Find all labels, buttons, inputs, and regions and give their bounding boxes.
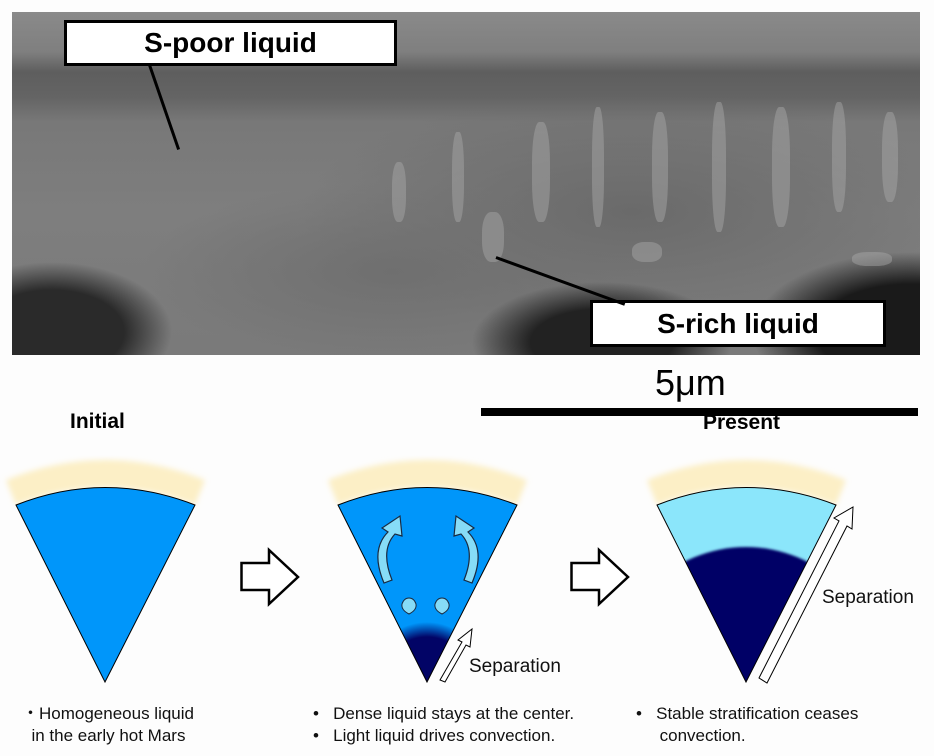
crust-layer xyxy=(647,460,846,505)
wedge-present xyxy=(647,460,854,684)
scale-bar xyxy=(481,408,918,416)
caption-line: • Dense liquid stays at the center. xyxy=(313,704,575,723)
convection-arrow-left-icon xyxy=(377,514,403,584)
stage-title-present: Present xyxy=(703,411,781,434)
crust-layer xyxy=(6,460,205,505)
s-poor-liquid-label: S-poor liquid xyxy=(64,20,397,66)
wedge-initial xyxy=(6,460,205,684)
caption-line: • Light liquid drives convection. xyxy=(313,726,556,745)
s-rich-liquid-text: S-rich liquid xyxy=(657,307,819,339)
droplet-left-icon xyxy=(401,597,417,615)
caption-present: • Stable stratification ceases convectio… xyxy=(636,703,858,747)
s-rich-liquid-label: S-rich liquid xyxy=(590,300,886,347)
separation-arrow-icon xyxy=(439,627,473,683)
caption-convection: • Dense liquid stays at the center. • Li… xyxy=(313,703,574,747)
caption-line: ・Homogeneous liquid xyxy=(22,704,194,723)
convection-arrow-right-icon xyxy=(453,514,479,584)
wedge-convection xyxy=(328,460,527,684)
separation-label-right: Separation xyxy=(822,587,914,608)
separation-arrow-icon xyxy=(758,506,854,684)
caption-line: in the early hot Mars xyxy=(22,726,186,745)
droplet-right-icon xyxy=(434,597,450,615)
caption-line: convection. xyxy=(636,726,746,745)
separation-label-middle: Separation xyxy=(469,656,561,677)
crust-layer xyxy=(328,460,527,505)
homogeneous-liquid xyxy=(15,487,196,684)
scale-bar-label: 5μm xyxy=(655,362,726,403)
right-arrow-icon xyxy=(570,547,630,607)
caption-initial: ・Homogeneous liquid in the early hot Mar… xyxy=(22,703,194,747)
sem-micrograph xyxy=(12,12,920,355)
s-poor-liquid-text: S-poor liquid xyxy=(144,27,317,58)
caption-line: • Stable stratification ceases xyxy=(636,704,859,723)
right-arrow-icon xyxy=(240,547,300,607)
stage-title-initial: Initial xyxy=(70,410,125,433)
